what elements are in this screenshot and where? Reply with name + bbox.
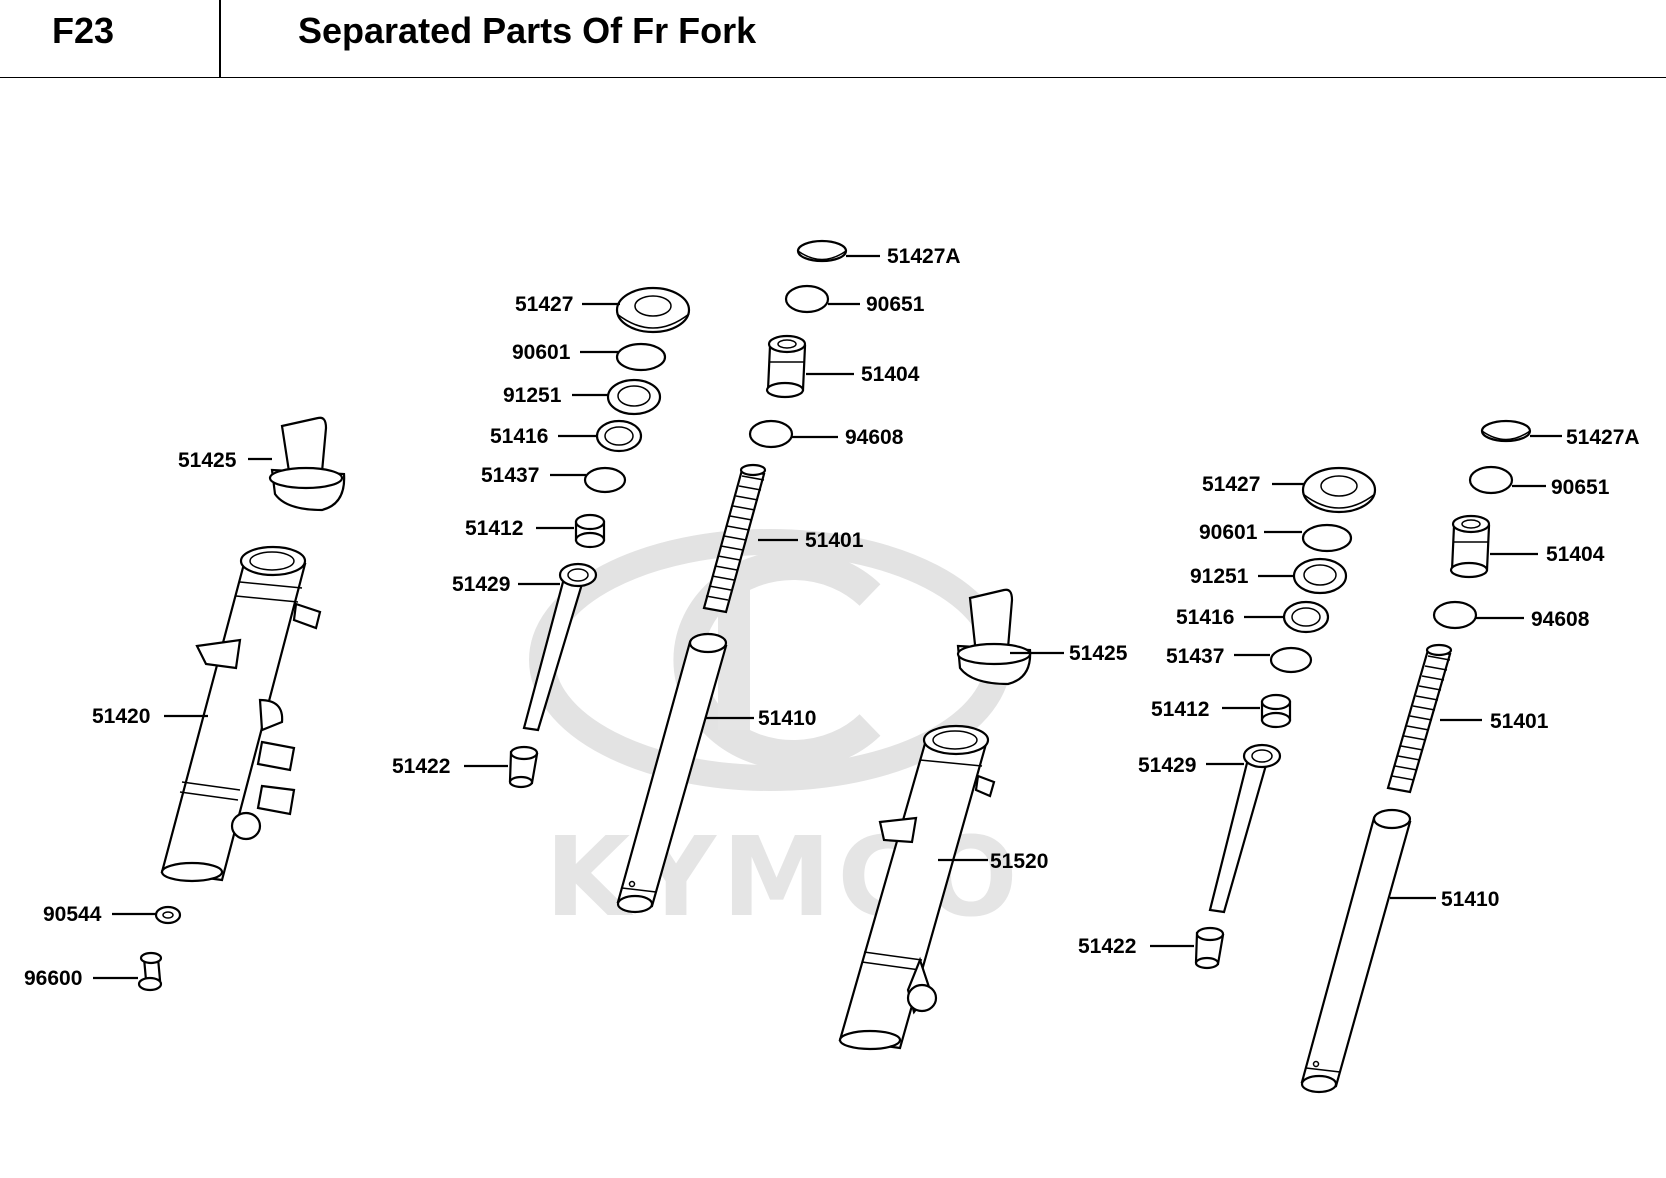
label-91251-right: 91251 — [1190, 565, 1249, 588]
label-51429-mid: 51429 — [452, 573, 510, 596]
label-51420: 51420 — [92, 705, 150, 728]
part-90651-o-ring — [784, 284, 830, 314]
page-title: Separated Parts Of Fr Fork — [298, 10, 757, 51]
label-51422-right: 51422 — [1078, 935, 1136, 958]
label-51427-mid: 51427 — [515, 293, 573, 316]
label-94608-mid: 94608 — [845, 426, 904, 449]
part-51412-bushing-right — [1260, 693, 1292, 729]
part-51416-clip — [595, 419, 643, 453]
figure-code: F23 — [52, 10, 115, 51]
label-90544: 90544 — [43, 903, 102, 926]
part-90544-washer — [154, 905, 182, 925]
part-51416-clip-right — [1282, 600, 1330, 634]
label-51422-mid: 51422 — [392, 755, 450, 778]
part-51427-upper-seat — [615, 286, 691, 334]
part-51412-bushing — [574, 513, 606, 549]
part-91251-oil-seal-right — [1292, 557, 1348, 595]
label-91251-mid: 91251 — [503, 384, 562, 407]
label-51412-mid: 51412 — [465, 517, 523, 540]
part-51410-inner-tube — [616, 632, 728, 914]
part-51410-inner-tube-right — [1300, 808, 1412, 1094]
label-51416-right: 51416 — [1176, 606, 1234, 629]
label-51427A-mid: 51427A — [887, 245, 961, 268]
part-51425-center-dust-cover — [956, 588, 1032, 686]
part-51401-spring-right — [1386, 643, 1453, 794]
label-51429-right: 51429 — [1138, 754, 1196, 777]
part-51401-spring — [702, 463, 767, 614]
label-94608-right: 94608 — [1531, 608, 1590, 631]
part-51404-cap-bolt — [765, 334, 807, 399]
part-51429-damper-rod-right — [1208, 743, 1282, 914]
label-51401-mid: 51401 — [805, 529, 864, 552]
header-bar: F23 Separated Parts Of Fr Fork — [0, 0, 1666, 78]
label-51520: 51520 — [990, 850, 1048, 873]
label-51416-mid: 51416 — [490, 425, 548, 448]
part-51420-left-outer-tube — [160, 545, 322, 883]
label-51427A-right: 51427A — [1566, 426, 1640, 449]
part-51437-ring-right — [1269, 646, 1313, 674]
label-90601-mid: 90601 — [512, 341, 571, 364]
label-90651-right: 90651 — [1551, 476, 1610, 499]
part-51520-right-outer-tube — [838, 724, 996, 1051]
part-90601-o-ring-right — [1301, 523, 1353, 553]
part-90601-o-ring — [615, 342, 667, 372]
label-51401-right: 51401 — [1490, 710, 1549, 733]
part-51422-lock-piece-right — [1194, 926, 1225, 970]
label-51412-right: 51412 — [1151, 698, 1209, 721]
part-51404-cap-bolt-right — [1449, 514, 1491, 579]
part-94608-washer-right — [1432, 600, 1478, 630]
label-51425-left: 51425 — [178, 449, 237, 472]
part-51429-damper-rod — [522, 562, 598, 732]
label-51404-right: 51404 — [1546, 543, 1605, 566]
part-labels: 51425 51420 90544 96600 51427 90601 9125… — [24, 245, 1640, 990]
label-96600: 96600 — [24, 967, 82, 990]
part-90651-o-ring-right — [1468, 465, 1514, 495]
part-51427A-cap — [796, 239, 848, 263]
label-51425-center: 51425 — [1069, 642, 1128, 665]
header-divider — [219, 0, 221, 77]
label-51410-mid: 51410 — [758, 707, 816, 730]
part-51425-left-dust-cover — [268, 416, 346, 512]
label-90651-mid: 90651 — [866, 293, 925, 316]
part-94608-washer — [748, 419, 794, 449]
label-90601-right: 90601 — [1199, 521, 1258, 544]
label-51437-mid: 51437 — [481, 464, 539, 487]
part-51437-ring — [583, 466, 627, 494]
label-51410-right: 51410 — [1441, 888, 1499, 911]
part-51427-upper-seat-right — [1301, 466, 1377, 514]
part-51422-lock-piece — [508, 745, 539, 789]
label-51404-mid: 51404 — [861, 363, 920, 386]
label-51427-right: 51427 — [1202, 473, 1260, 496]
leader-lines — [93, 254, 1562, 980]
part-51427A-cap-right — [1480, 419, 1532, 443]
part-96600-bolt — [137, 951, 163, 992]
part-91251-oil-seal — [606, 378, 662, 416]
label-51437-right: 51437 — [1166, 645, 1224, 668]
